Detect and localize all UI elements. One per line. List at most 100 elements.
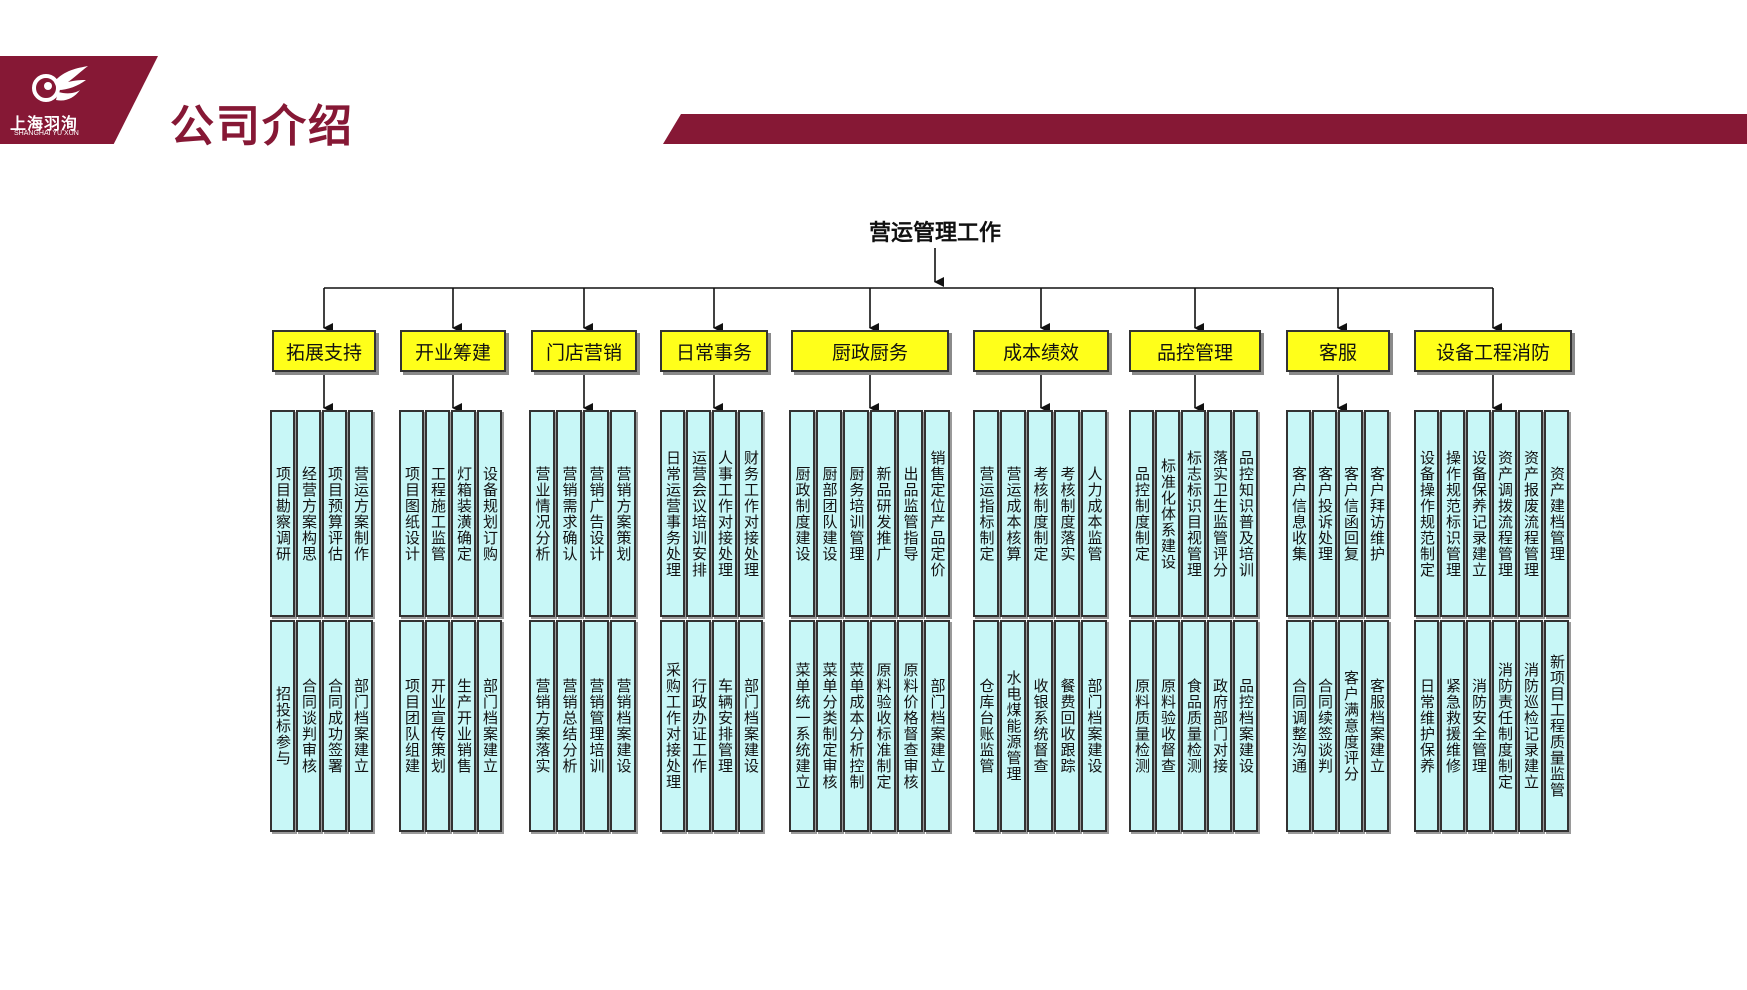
detail-row-top: 项目图纸设计工程施工监管灯箱装潢确定设备规划订购: [399, 410, 506, 620]
detail-cell: 营销档案建设: [610, 620, 636, 832]
detail-cell: 合同谈判审核: [296, 620, 321, 832]
category-box: 拓展支持: [272, 330, 376, 372]
category-box: 门店营销: [531, 330, 637, 372]
detail-cell: 营销广告设计: [583, 410, 609, 617]
detail-row-bottom: 菜单统一系统建立菜单分类制定审核菜单成本分析控制原料验收标准制定原料价格督查审核…: [789, 620, 951, 835]
detail-cell-text: 原料质量检测: [1133, 678, 1151, 774]
detail-cell-text: 客户信函回复: [1342, 465, 1360, 562]
chart-root-title: 营运管理工作: [868, 220, 1001, 246]
detail-cell: 营运指标制定: [973, 410, 999, 617]
title-decor-bar: [663, 114, 1747, 144]
detail-cell: 标志标识目视管理: [1181, 410, 1206, 617]
detail-cell: 采购工作对接处理: [660, 620, 685, 832]
detail-cell: 消防巡检记录建立: [1518, 620, 1543, 832]
detail-cell-text: 部门档案建立: [481, 678, 499, 774]
detail-cell-text: 操作规范标识管理: [1444, 449, 1462, 578]
detail-row-bottom: 合同调整沟通合同续签谈判客户满意度评分客服档案建立: [1286, 620, 1391, 835]
detail-cell-text: 紧急救援维修: [1444, 678, 1462, 774]
detail-cell-text: 收银系统督查: [1031, 678, 1050, 774]
detail-cell-text: 项目勘察调研: [274, 465, 292, 562]
detail-row-top: 项目勘察调研经营方案构思项目预算评估营运方案制作: [270, 410, 376, 620]
detail-cell: 原料验收督查: [1155, 620, 1180, 832]
detail-cell-text: 合同谈判审核: [300, 678, 318, 774]
detail-row-bottom: 原料质量检测原料验收督查食品质量检测政府部门对接品控档案建设: [1129, 620, 1262, 835]
detail-cell-text: 水电煤能源管理: [1004, 670, 1023, 782]
category-box: 厨政厨务: [791, 330, 949, 372]
detail-cell: 资产调拨流程管理: [1492, 410, 1517, 617]
detail-cell: 考核制度落实: [1054, 410, 1080, 617]
detail-cell: 客户信息收集: [1286, 410, 1311, 617]
detail-cell: 设备保养记录建立: [1466, 410, 1491, 617]
detail-cell: 厨部团队建设: [816, 410, 842, 617]
detail-cell: 原料验收标准制定: [870, 620, 896, 832]
detail-cell-text: 开业宣传策划: [429, 678, 447, 774]
detail-cell: 工程施工监管: [425, 410, 450, 617]
detail-cell: 政府部门对接: [1207, 620, 1232, 832]
category-box: 开业筹建: [400, 330, 506, 372]
detail-cell-text: 品控知识普及培训: [1237, 449, 1255, 578]
detail-cell-text: 营运成本核算: [1004, 465, 1023, 562]
page-title: 公司介绍: [170, 101, 354, 152]
detail-cell: 营销总结分析: [556, 620, 582, 832]
detail-cell-text: 营销方案落实: [533, 678, 552, 774]
detail-cell-text: 部门档案建立: [928, 678, 947, 774]
detail-cell: 食品质量检测: [1181, 620, 1206, 832]
category-detail-group: 设备操作规范制定操作规范标识管理设备保养记录建立资产调拨流程管理资产报废流程管理…: [1414, 410, 1574, 840]
detail-cell: 营销方案策划: [610, 410, 636, 617]
detail-cell: 菜单成本分析控制: [843, 620, 869, 832]
detail-cell-text: 客户投诉处理: [1316, 465, 1334, 562]
detail-cell-text: 营销广告设计: [587, 465, 606, 562]
detail-cell-text: 营业情况分析: [533, 465, 552, 562]
detail-cell: 厨政制度建设: [789, 410, 815, 617]
detail-cell-text: 车辆安排管理: [716, 678, 734, 774]
detail-cell-text: 设备操作规范制定: [1418, 449, 1436, 578]
detail-cell-text: 营销方案策划: [614, 465, 633, 562]
detail-cell: 考核制度制定: [1027, 410, 1053, 617]
detail-cell: 人力成本监管: [1081, 410, 1107, 617]
logo-english-name: SHANGHAI YU XUN: [14, 130, 79, 137]
detail-cell: 车辆安排管理: [712, 620, 737, 832]
bird-logo-icon: [32, 66, 88, 102]
detail-cell-text: 新品研发推广: [874, 465, 893, 562]
detail-cell-text: 餐费回收跟踪: [1058, 678, 1077, 774]
detail-cell-text: 资产调拨流程管理: [1496, 449, 1514, 578]
detail-cell: 资产建档管理: [1544, 410, 1569, 617]
detail-cell-text: 合同续签谈判: [1316, 678, 1334, 774]
category-detail-group: 项目勘察调研经营方案构思项目预算评估营运方案制作招投标参与合同谈判审核合同成功签…: [270, 410, 376, 840]
detail-cell: 紧急救援维修: [1440, 620, 1465, 832]
detail-cell-text: 设备规划订购: [481, 465, 499, 562]
detail-cell: 标准化体系建设: [1155, 410, 1180, 617]
detail-cell: 消防安全管理: [1466, 620, 1491, 832]
detail-cell: 部门档案建立: [924, 620, 950, 832]
detail-row-bottom: 营销方案落实营销总结分析营销管理培训营销档案建设: [529, 620, 637, 835]
detail-cell-text: 运营会议培训安排: [690, 449, 708, 578]
detail-cell: 财务工作对接处理: [738, 410, 763, 617]
company-logo: 上海羽洵 SHANGHAI YU XUN: [0, 56, 158, 144]
detail-cell-text: 消防责任制度制定: [1496, 662, 1514, 790]
detail-cell-text: 营运指标制定: [977, 465, 996, 562]
detail-cell-text: 人事工作对接处理: [716, 449, 734, 578]
detail-cell-text: 仓库台账监管: [977, 678, 996, 774]
detail-row-top: 营业情况分析营销需求确认营销广告设计营销方案策划: [529, 410, 637, 620]
detail-cell: 设备操作规范制定: [1414, 410, 1439, 617]
detail-cell-text: 厨政制度建设: [793, 465, 812, 562]
detail-cell: 设备规划订购: [477, 410, 502, 617]
detail-row-top: 客户信息收集客户投诉处理客户信函回复客户拜访维护: [1286, 410, 1391, 620]
detail-cell-text: 客户信息收集: [1290, 465, 1308, 562]
detail-cell: 营销需求确认: [556, 410, 582, 617]
category-box: 日常事务: [660, 330, 768, 372]
detail-row-bottom: 招投标参与合同谈判审核合同成功签署部门档案建立: [270, 620, 376, 835]
detail-cell-text: 考核制度落实: [1058, 465, 1077, 562]
detail-cell-text: 财务工作对接处理: [742, 449, 760, 578]
detail-cell-text: 经营方案构思: [300, 465, 318, 562]
detail-cell-text: 标准化体系建设: [1159, 457, 1177, 570]
detail-cell: 收银系统督查: [1027, 620, 1053, 832]
detail-cell: 日常维护保养: [1414, 620, 1439, 832]
detail-cell-text: 项目预算评估: [326, 465, 344, 562]
detail-cell: 客户信函回复: [1338, 410, 1363, 617]
detail-cell-text: 营销管理培训: [587, 678, 606, 774]
detail-cell: 部门档案建设: [738, 620, 763, 832]
category-detail-group: 客户信息收集客户投诉处理客户信函回复客户拜访维护合同调整沟通合同续签谈判客户满意…: [1286, 410, 1391, 840]
